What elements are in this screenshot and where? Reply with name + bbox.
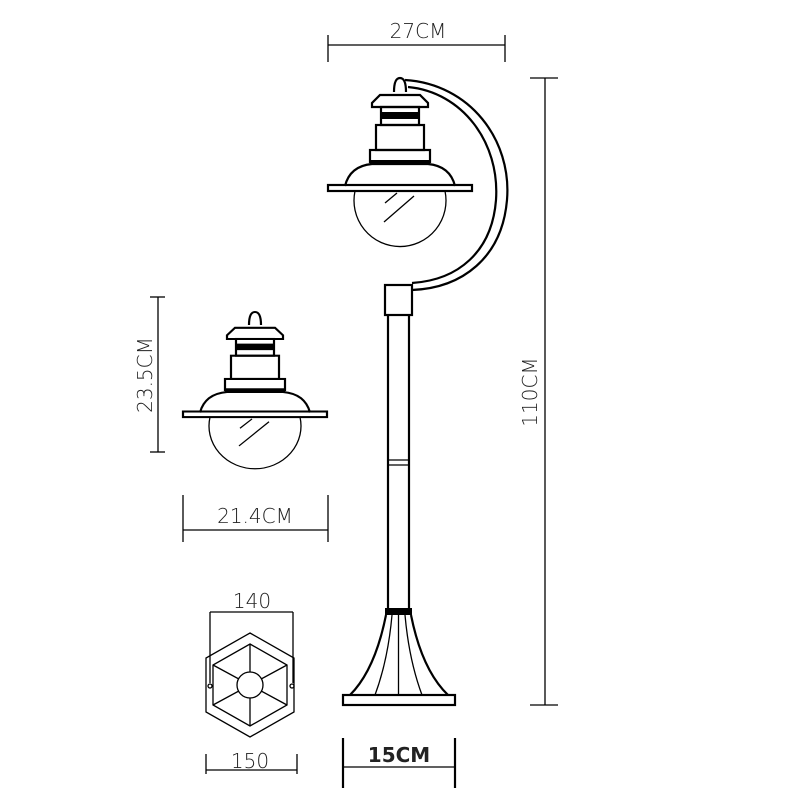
base-top-view bbox=[205, 632, 295, 738]
dim-label-21-4cm: 21.4CM bbox=[217, 504, 293, 528]
dim-head-height: 23.5CM bbox=[133, 296, 165, 453]
lamp-arm bbox=[404, 78, 509, 292]
dim-label-150: 150 bbox=[231, 749, 269, 773]
dim-label-15cm: 15CM bbox=[368, 743, 430, 767]
dim-label-23-5cm: 23.5CM bbox=[133, 337, 157, 413]
dim-head-width: 21.4CM bbox=[182, 495, 329, 542]
dim-label-140: 140 bbox=[233, 589, 271, 613]
dim-label-27cm: 27CM bbox=[390, 19, 447, 43]
dim-base-width: 15CM bbox=[341, 738, 457, 788]
detail-lamp-head bbox=[181, 310, 329, 470]
lamp-post bbox=[341, 283, 457, 707]
dim-base-inner: 140 bbox=[209, 589, 294, 683]
dim-lamp-width: 27CM bbox=[327, 19, 506, 62]
main-lamp-head bbox=[326, 76, 474, 248]
dim-base-outer: 150 bbox=[205, 749, 298, 774]
dim-label-110cm: 110CM bbox=[518, 357, 542, 426]
dim-total-height: 110CM bbox=[518, 77, 558, 706]
